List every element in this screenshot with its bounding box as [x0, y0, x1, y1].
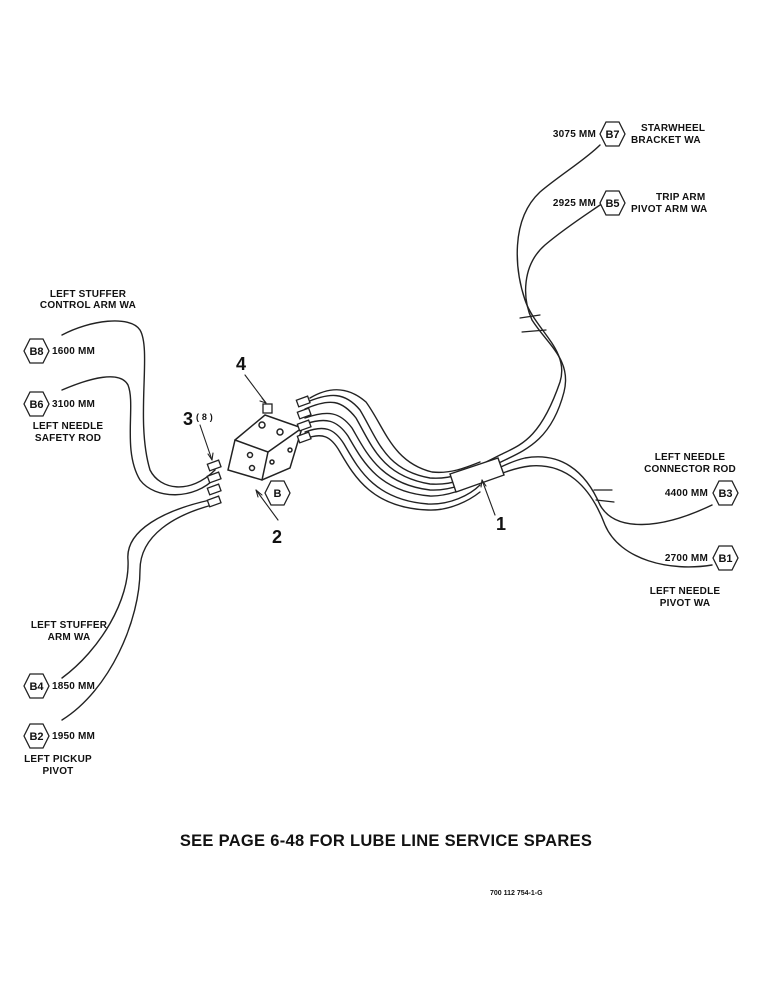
badge-b5: [599, 190, 626, 216]
badge-b8: [23, 338, 50, 364]
badge-b6: [23, 391, 50, 417]
b6-label-line2: SAFETY ROD: [34, 433, 102, 444]
b7-length: 3075 MM: [552, 129, 596, 140]
b2-length: 1950 MM: [52, 731, 96, 742]
b4-label-line2: ARM WA: [47, 632, 91, 643]
badge-b8-text: B8: [29, 346, 43, 358]
badge-block-text: B: [274, 488, 282, 500]
badge-b3: [712, 480, 739, 506]
leader-lines: [199, 374, 496, 521]
b8-label-line1: LEFT STUFFER: [49, 289, 127, 300]
b3-label-line2: CONNECTOR ROD: [644, 464, 736, 475]
manifold-block: [227, 414, 303, 481]
callout-3: 3: [183, 409, 194, 429]
b1-label-line1: LEFT NEEDLE: [649, 586, 721, 597]
badge-block: [264, 480, 291, 506]
badge-b6-text: B6: [29, 399, 43, 411]
badge-b4-text: B4: [29, 681, 44, 693]
b5-label-line1: TRIP ARM: [656, 192, 706, 203]
b3-length: 4400 MM: [664, 488, 708, 499]
b3-label-line1: LEFT NEEDLE: [654, 452, 726, 463]
b2-label-line1: LEFT PICKUP: [24, 754, 92, 765]
b4-label-line1: LEFT STUFFER: [30, 620, 108, 631]
fittings: [206, 395, 312, 508]
left-tube-bundle: [61, 320, 216, 721]
b7-label-line2: BRACKET WA: [631, 135, 701, 146]
b6-length: 3100 MM: [52, 399, 96, 410]
b8-length: 1600 MM: [52, 346, 96, 357]
badge-b2: [23, 723, 50, 749]
badge-b1: [712, 545, 739, 571]
drawing-part-number: 700 112 754-1-G: [490, 890, 543, 897]
b1-length: 2700 MM: [664, 553, 708, 564]
badge-b5-text: B5: [605, 198, 619, 210]
b1-label-line2: PIVOT WA: [659, 598, 711, 609]
badge-b7-text: B7: [605, 129, 619, 141]
badge-b4: [23, 673, 50, 699]
b5-length: 2925 MM: [552, 198, 596, 209]
badge-b7: [599, 121, 626, 147]
b8-label-line2: CONTROL ARM WA: [39, 300, 137, 311]
service-spares-note: SEE PAGE 6-48 FOR LUBE LINE SERVICE SPAR…: [179, 832, 593, 850]
b5-label-line2: PIVOT ARM WA: [631, 204, 708, 215]
b2-label-line2: PIVOT: [42, 766, 74, 777]
badge-b1-text: B1: [718, 553, 732, 565]
b7-label-line1: STARWHEEL: [641, 123, 706, 134]
b4-length: 1850 MM: [52, 681, 96, 692]
callout-1: 1: [496, 514, 507, 534]
badge-b2-text: B2: [29, 731, 43, 743]
callout-2: 2: [272, 527, 283, 547]
callout-4: 4: [236, 354, 247, 374]
b6-label-line1: LEFT NEEDLE: [32, 421, 104, 432]
callout-3-quantity: ( 8 ): [196, 412, 214, 422]
badge-b3-text: B3: [718, 488, 732, 500]
